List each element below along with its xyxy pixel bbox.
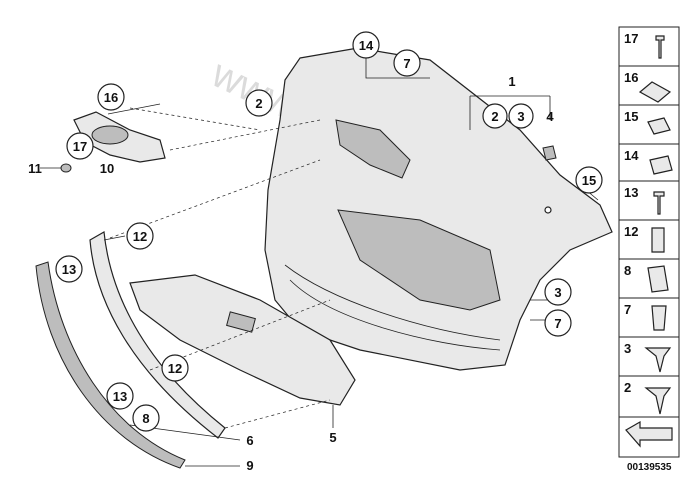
callout-7-side: 7 (544, 309, 572, 337)
expanding-nut-icon (651, 227, 665, 253)
svg-text:2: 2 (624, 380, 631, 395)
nut-clip-icon (638, 81, 672, 103)
callout-16: 16 (97, 83, 125, 111)
callout-13-top: 13 (55, 255, 83, 283)
bracket-icon (649, 155, 673, 175)
rivet-icon (651, 305, 667, 331)
svg-text:1: 1 (508, 74, 515, 89)
svg-text:6: 6 (246, 433, 253, 448)
svg-text:12: 12 (133, 229, 147, 244)
svg-text:17: 17 (73, 139, 87, 154)
svg-text:12: 12 (168, 361, 182, 376)
svg-text:5: 5 (329, 430, 336, 445)
svg-text:13: 13 (624, 185, 638, 200)
callout-15: 15 (575, 166, 603, 194)
legend-item-3 (618, 336, 680, 378)
svg-text:7: 7 (554, 316, 561, 331)
svg-text:13: 13 (113, 389, 127, 404)
callout-1: 1 (508, 74, 515, 89)
legend-item-7 (618, 297, 680, 339)
callout-2-group: 2 (482, 103, 508, 129)
outer-trim (35, 261, 186, 469)
callout-11: 11 (28, 161, 72, 176)
callout-5: 5 (329, 430, 336, 445)
svg-text:2: 2 (491, 109, 498, 124)
callout-4: 4 (546, 109, 554, 124)
callout-6: 6 (246, 433, 253, 448)
door-trim-panel (264, 47, 613, 371)
svg-text:12: 12 (624, 224, 638, 239)
svg-text:14: 14 (624, 148, 639, 163)
callout-17: 17 (66, 132, 94, 160)
clip-4 (542, 145, 557, 161)
svg-text:9: 9 (246, 458, 253, 473)
callout-8: 8 (132, 404, 160, 432)
callout-7-top: 7 (393, 49, 421, 77)
svg-text:13: 13 (62, 262, 76, 277)
svg-text:7: 7 (403, 56, 410, 71)
callout-13-bottom: 13 (106, 382, 134, 410)
callout-14: 14 (352, 31, 380, 59)
svg-text:3: 3 (554, 285, 561, 300)
callout-3-side: 3 (544, 278, 572, 306)
svg-text:15: 15 (624, 109, 638, 124)
callout-12-top: 12 (126, 222, 154, 250)
svg-text:16: 16 (624, 70, 638, 85)
armrest (129, 274, 356, 406)
svg-text:3: 3 (624, 341, 631, 356)
parts-legend: 17 16 15 14 13 12 8 7 3 2 (618, 26, 680, 458)
push-clip-icon (644, 387, 672, 415)
clip-icon (647, 117, 671, 135)
svg-text:14: 14 (359, 38, 374, 53)
svg-text:10: 10 (100, 161, 114, 176)
clip-icon (647, 265, 669, 293)
arrow-icon (625, 420, 673, 448)
svg-text:16: 16 (104, 90, 118, 105)
svg-text:3: 3 (517, 109, 524, 124)
legend-item-17 (618, 26, 680, 72)
screw-icon (655, 35, 665, 59)
callout-2-panel: 2 (245, 89, 273, 117)
svg-text:8: 8 (624, 263, 631, 278)
svg-text:8: 8 (142, 411, 149, 426)
legend-item-8 (618, 258, 680, 300)
push-clip-icon (644, 347, 672, 373)
callout-3-group: 3 (508, 103, 534, 129)
callout-9: 9 (246, 458, 253, 473)
svg-text:15: 15 (582, 173, 596, 188)
svg-text:7: 7 (624, 302, 631, 317)
screw-icon (653, 191, 665, 215)
svg-text:11: 11 (28, 161, 42, 176)
callout-10: 10 (100, 161, 114, 176)
svg-text:17: 17 (624, 31, 638, 46)
diagram-number: 00139535 (627, 462, 672, 473)
callout-12-bottom: 12 (161, 354, 189, 382)
svg-text:4: 4 (546, 109, 554, 124)
legend-item-2 (618, 375, 680, 419)
svg-text:2: 2 (255, 96, 262, 111)
